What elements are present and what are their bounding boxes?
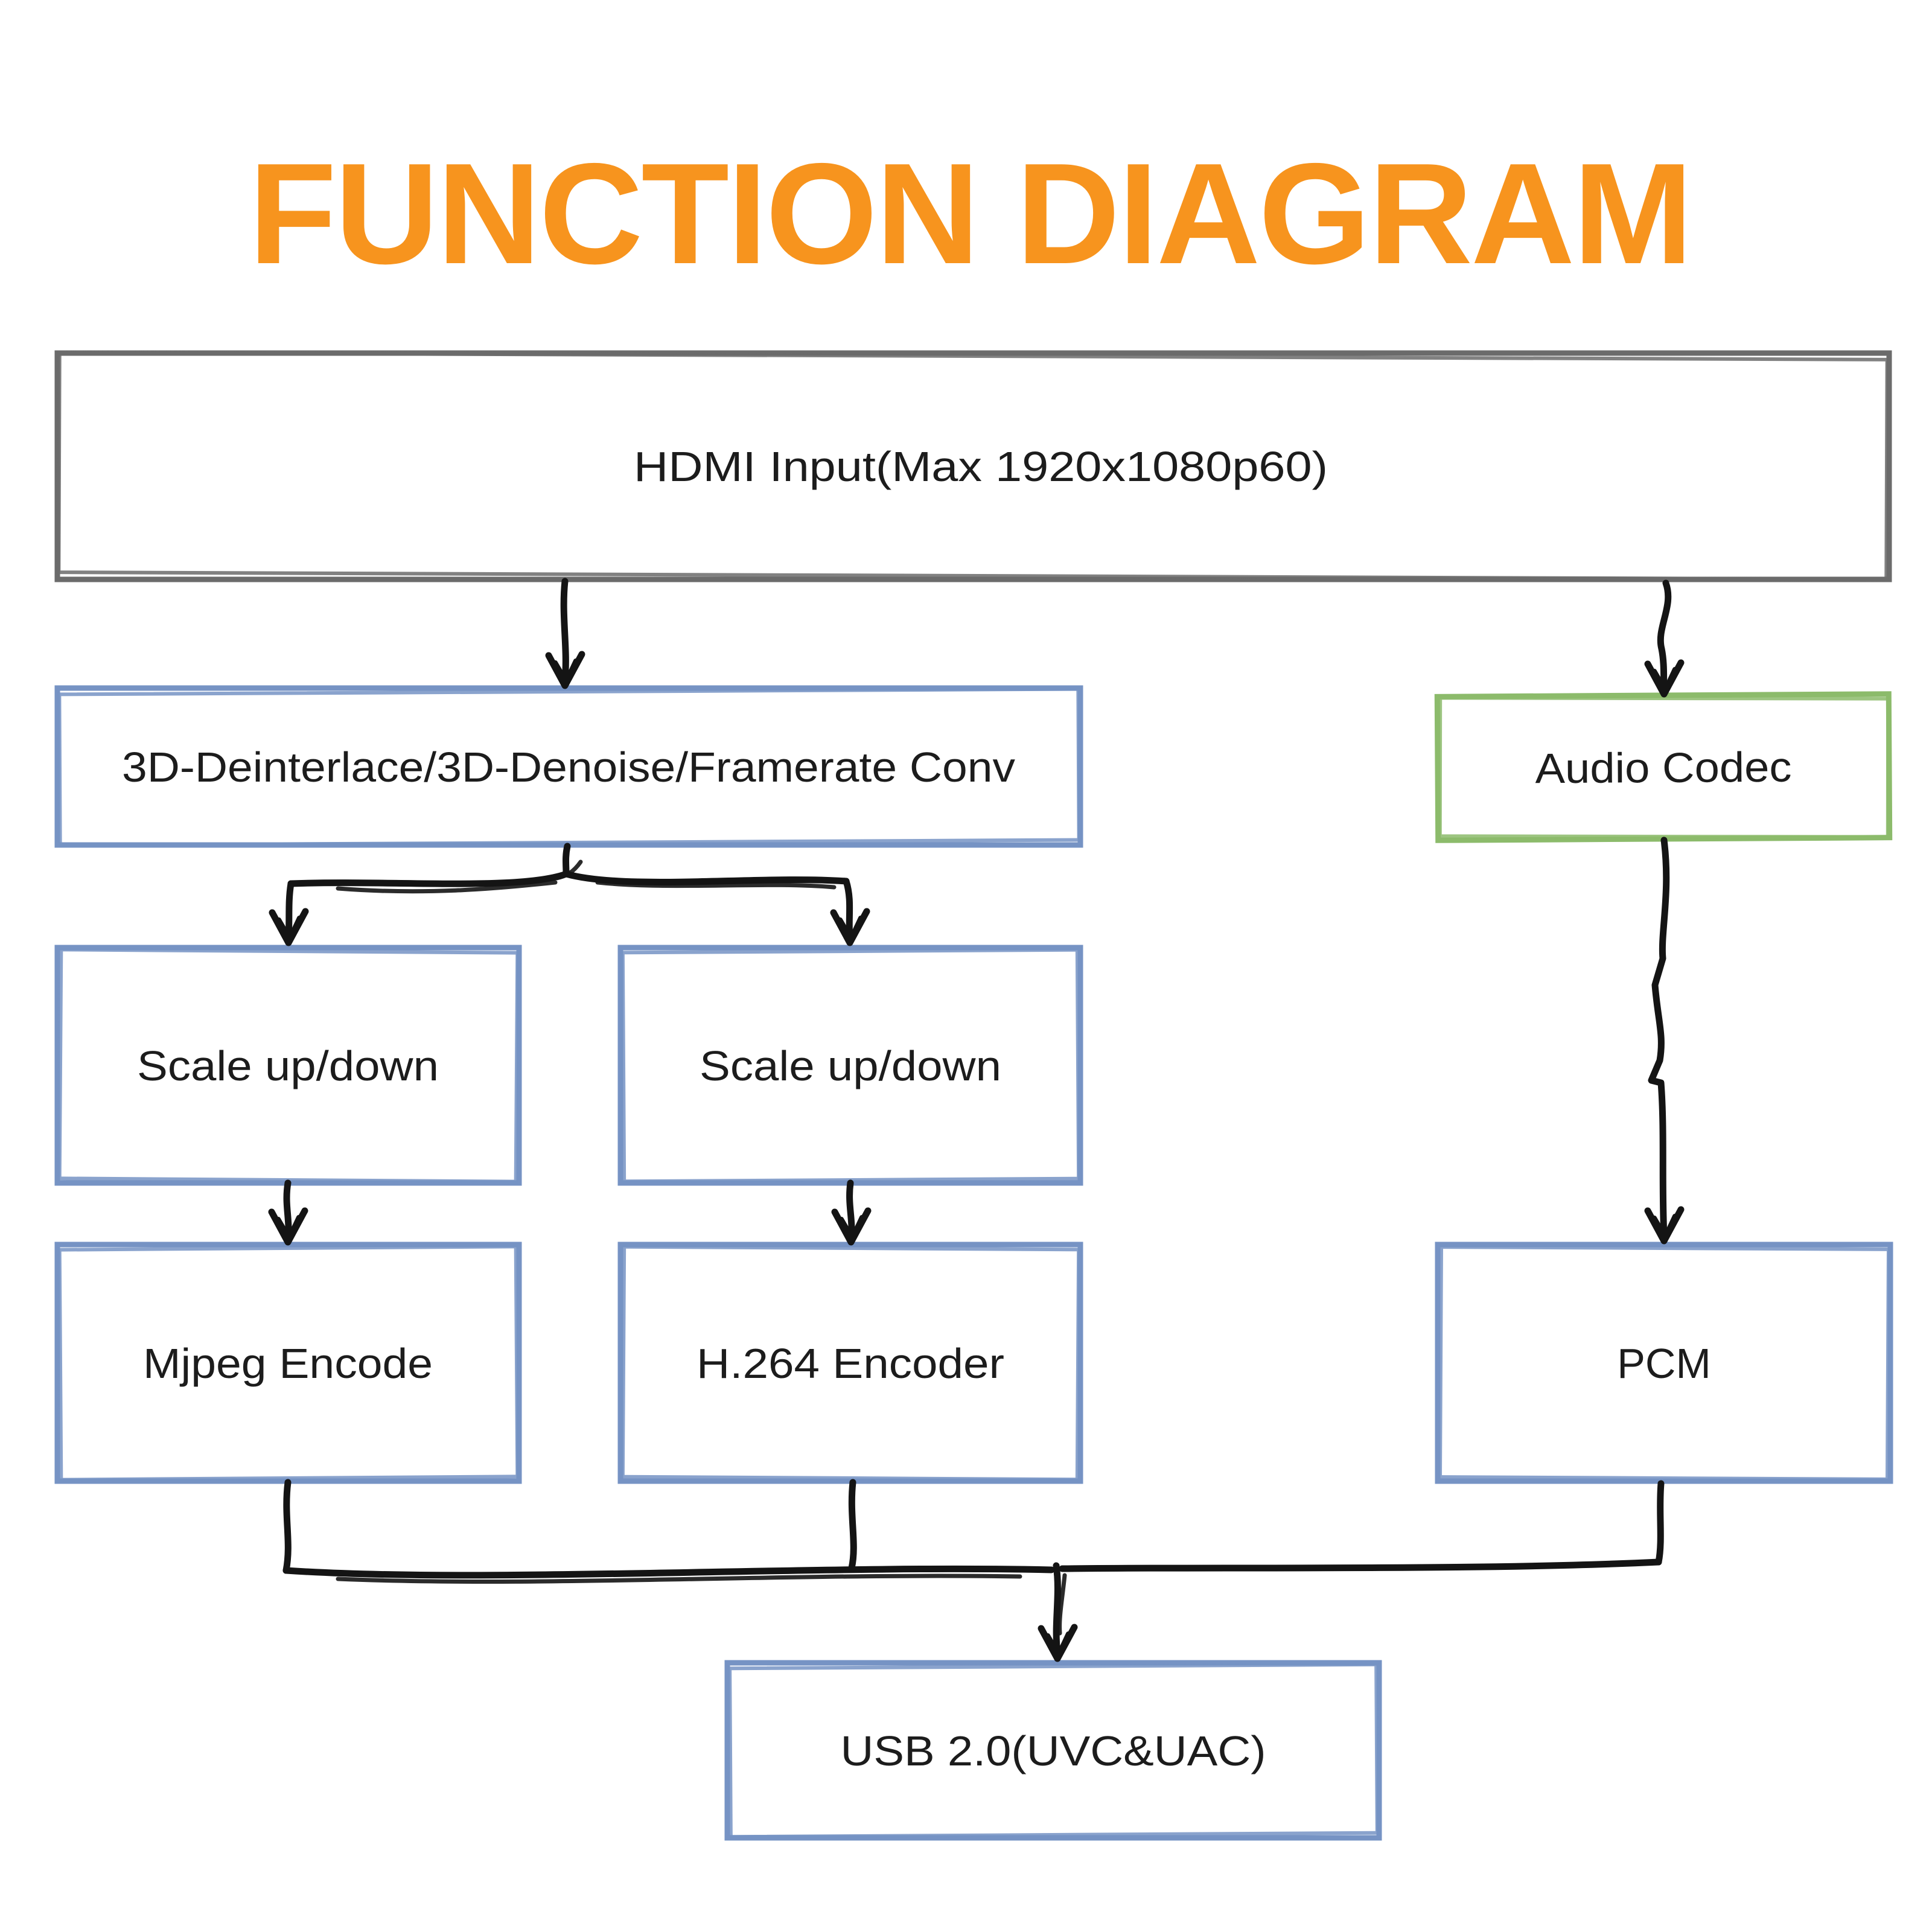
node-preprocess: 3D-Deinterlace/3D-Denoise/Framerate Conv — [54, 685, 1083, 848]
node-preprocess-box-overdraw — [57, 687, 1081, 847]
edge-split-left-down — [285, 880, 295, 942]
node-hdmi-label: HDMI Input(Max 1920x1080p60) — [634, 443, 1328, 490]
node-pcm-box — [1435, 1242, 1893, 1484]
connectors — [272, 578, 1681, 1659]
edge-merge-left-horizontal — [282, 1565, 1055, 1579]
page-title: FUNCTION DIAGRAM — [249, 134, 1691, 294]
edge-hdmi-to-audio — [1657, 579, 1672, 694]
edge-merge-right-horizontal — [1059, 1558, 1662, 1572]
edge-merge-left-overdraw — [336, 1573, 1022, 1584]
edge-split-right-horizontal — [563, 870, 850, 885]
edge-hdmi-to-preprocess — [560, 578, 569, 683]
node-h264-label: H.264 Encoder — [697, 1340, 1004, 1387]
node-scale-right-label: Scale up/down — [700, 1042, 1001, 1089]
node-preprocess-label: 3D-Deinterlace/3D-Denoise/Framerate Conv — [122, 744, 1015, 791]
node-usb-label: USB 2.0(UVC&UAC) — [841, 1727, 1266, 1774]
edge-h264-down — [848, 1479, 857, 1572]
edge-split-right-overdraw — [595, 880, 837, 890]
node-audio-codec-label: Audio Codec — [1535, 744, 1791, 792]
node-scale-left-label: Scale up/down — [137, 1042, 439, 1089]
node-h264-encoder: H.264 Encoder — [617, 1242, 1083, 1484]
edge-audio-to-pcm — [1648, 837, 1670, 1240]
edge-preprocess-stem — [563, 843, 571, 878]
edge-scaleleft-to-mjpeg — [283, 1179, 292, 1241]
node-hdmi-box-overdraw — [57, 351, 1889, 581]
node-audio-codec: Audio Codec — [1434, 691, 1893, 843]
node-hdmi-input: HDMI Input(Max 1920x1080p60) — [54, 350, 1892, 582]
edge-split-left-overdraw — [336, 880, 558, 894]
node-usb-box-overdraw — [728, 1662, 1379, 1839]
edge-merge-to-usb-overdraw — [1057, 1573, 1067, 1636]
node-scale-right: Scale up/down — [617, 945, 1083, 1186]
edge-mjpeg-down — [282, 1479, 292, 1574]
node-audio-codec-box-overdraw — [1438, 696, 1890, 839]
node-usb-box — [724, 1660, 1382, 1841]
node-pcm: PCM — [1435, 1242, 1893, 1484]
edge-split-left-horizontal — [287, 870, 570, 887]
edge-merge-to-usb — [1053, 1562, 1061, 1656]
node-scale-left: Scale up/down — [54, 945, 522, 1186]
edge-pcm-down — [1655, 1480, 1665, 1566]
node-pcm-box-overdraw — [1438, 1245, 1891, 1481]
node-mjpeg-encode: Mjpeg Encode — [54, 1242, 522, 1484]
node-pcm-label: PCM — [1617, 1340, 1711, 1387]
node-mjpeg-box-overdraw — [57, 1245, 520, 1482]
node-mjpeg-label: Mjpeg Encode — [143, 1340, 433, 1387]
node-usb-output: USB 2.0(UVC&UAC) — [724, 1660, 1382, 1841]
node-h264-box-overdraw — [620, 1245, 1081, 1482]
